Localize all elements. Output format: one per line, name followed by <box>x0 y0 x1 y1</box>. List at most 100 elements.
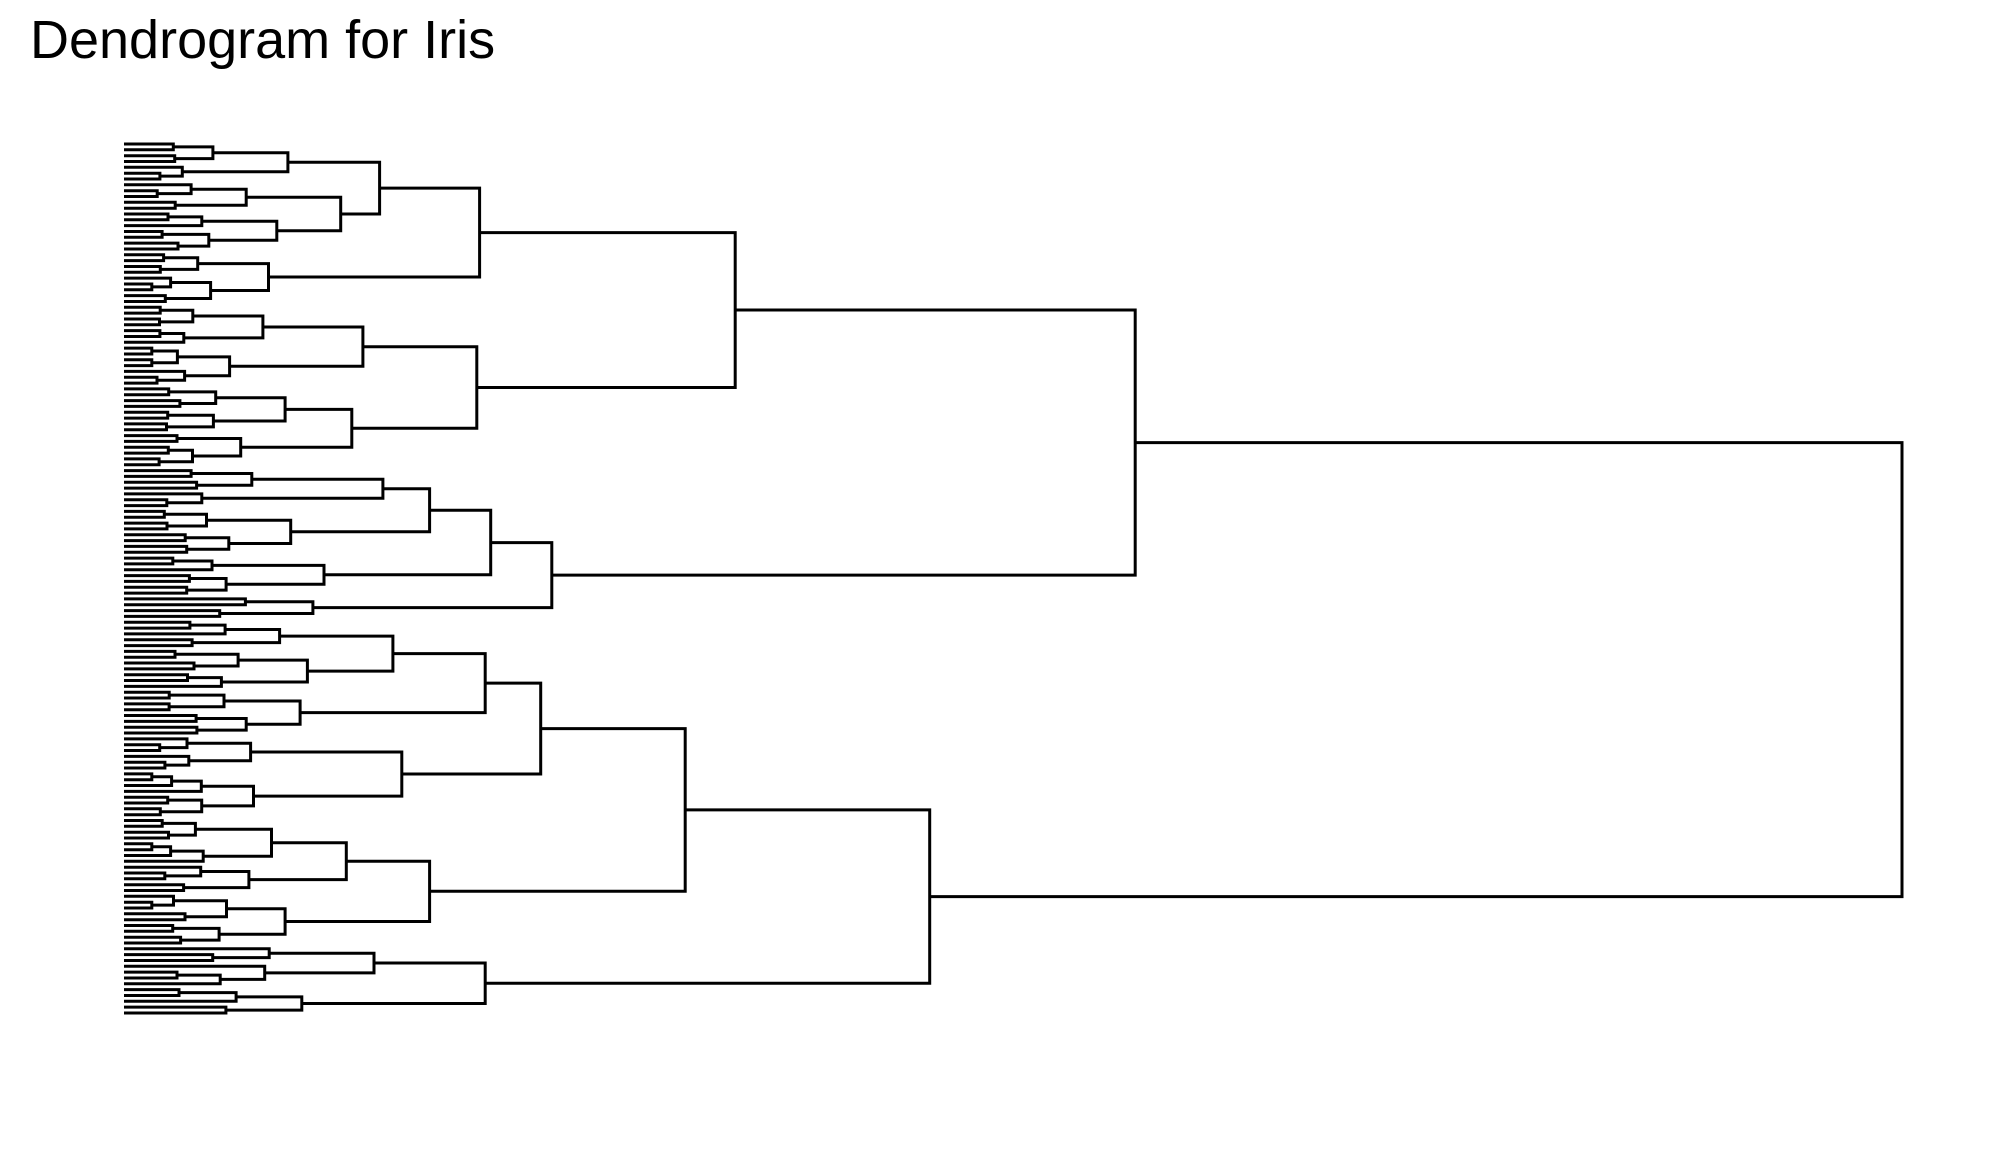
dendrogram-link <box>219 907 287 936</box>
dendrogram-link <box>124 661 196 671</box>
dendrogram-link <box>124 387 171 397</box>
dendrogram-link <box>160 256 200 271</box>
dendrogram-link <box>429 727 687 893</box>
dendrogram-link <box>124 445 170 455</box>
dendrogram-link <box>124 609 222 618</box>
dendrogram-link <box>195 827 273 858</box>
dendrogram-link <box>124 215 204 228</box>
dendrogram-link <box>206 518 293 545</box>
dendrogram-link <box>168 390 218 405</box>
dendrogram-link <box>124 973 222 986</box>
dendrogram-link <box>124 358 154 368</box>
dendrogram-link <box>124 953 215 962</box>
dendrogram-link <box>246 195 343 233</box>
dendrogram-link <box>191 472 254 487</box>
dendrogram-link <box>124 623 227 636</box>
dendrogram-link <box>183 870 251 890</box>
dendrogram-link <box>165 281 213 300</box>
dendrogram-link <box>124 638 194 648</box>
dendrogram-link <box>213 396 287 423</box>
dendrogram-link <box>301 961 487 1005</box>
dendrogram-link <box>124 830 170 840</box>
dendrogram-link <box>172 926 221 942</box>
dendrogram-link <box>124 265 162 274</box>
dendrogram-link <box>279 634 395 673</box>
dendrogram-link <box>124 556 175 566</box>
dendrogram-link <box>124 317 161 327</box>
chart-title: Dendrogram for Iris <box>30 10 496 70</box>
dendrogram-link <box>124 775 174 787</box>
dendrogram-link <box>124 1005 228 1015</box>
dendrogram-link <box>124 200 177 210</box>
dendrogram-link <box>124 369 187 382</box>
dendrogram-link <box>159 308 195 324</box>
dendrogram-link <box>124 760 167 770</box>
dendrogram-link <box>312 541 554 610</box>
dendrogram-link <box>124 795 170 805</box>
dendrogram-link <box>183 314 265 340</box>
dendrogram-link <box>225 995 304 1012</box>
dendrogram-link <box>124 154 177 163</box>
dendrogram-link <box>268 186 482 279</box>
dendrogram-link <box>166 413 215 429</box>
dendrogram-link <box>124 212 170 222</box>
dendrogram-link <box>124 676 223 688</box>
dendrogram-link <box>169 693 226 709</box>
dendrogram-link <box>124 533 187 543</box>
dendrogram-link <box>124 305 162 315</box>
dendrogram-link <box>124 871 167 881</box>
dendrogram-link <box>151 349 179 365</box>
dendrogram-link <box>124 559 214 572</box>
dendrogram-link <box>124 620 192 630</box>
dendrogram-link <box>196 717 248 732</box>
dendrogram-link <box>175 652 240 668</box>
dendrogram-link <box>124 183 193 196</box>
dendrogram-link <box>929 441 1904 899</box>
dendrogram-link <box>124 845 173 857</box>
dendrogram-link <box>124 253 166 263</box>
dendrogram-link <box>124 171 162 181</box>
dendrogram-link <box>185 536 231 551</box>
dendrogram-link <box>124 725 199 735</box>
dendrogram-link <box>124 737 189 750</box>
dendrogram-link <box>162 232 211 248</box>
dendrogram-link <box>124 509 166 519</box>
dendrogram-link <box>287 160 382 216</box>
dendrogram-link <box>229 325 365 368</box>
dendrogram-link <box>124 399 182 408</box>
dendrogram-link <box>124 276 173 289</box>
dendrogram-link <box>551 308 1137 577</box>
dendrogram-link <box>177 437 243 458</box>
dendrogram-link <box>124 241 180 251</box>
dendrogram-link <box>177 355 232 378</box>
dendrogram-link <box>201 219 279 242</box>
dendrogram-link <box>124 649 177 659</box>
dendrogram-link <box>124 165 184 178</box>
dendrogram-link <box>248 841 348 882</box>
dendrogram-link <box>124 865 203 878</box>
dendrogram-link <box>300 652 487 715</box>
dendrogram-link <box>124 329 162 338</box>
dendrogram-link <box>124 807 162 817</box>
dendrogram-link <box>124 294 167 303</box>
dendrogram-link <box>124 754 191 767</box>
dendrogram-link <box>124 772 154 782</box>
dendrogram-link <box>187 741 253 763</box>
dendrogram-link <box>124 894 175 907</box>
dendrogram-link <box>124 585 189 595</box>
dendrogram-link <box>124 410 170 420</box>
dendrogram-link <box>264 951 376 975</box>
dendrogram-link <box>124 422 168 432</box>
dendrogram-link <box>197 262 270 292</box>
dendrogram-link <box>124 947 271 960</box>
dendrogram-link <box>124 469 193 478</box>
dendrogram-link <box>212 563 326 586</box>
dendrogram-link <box>124 521 169 531</box>
dendrogram-link <box>476 231 737 389</box>
dendrogram-link <box>124 282 154 292</box>
dendrogram-link <box>173 899 228 919</box>
dendrogram-link <box>124 189 159 198</box>
dendrogram-link <box>124 714 198 723</box>
